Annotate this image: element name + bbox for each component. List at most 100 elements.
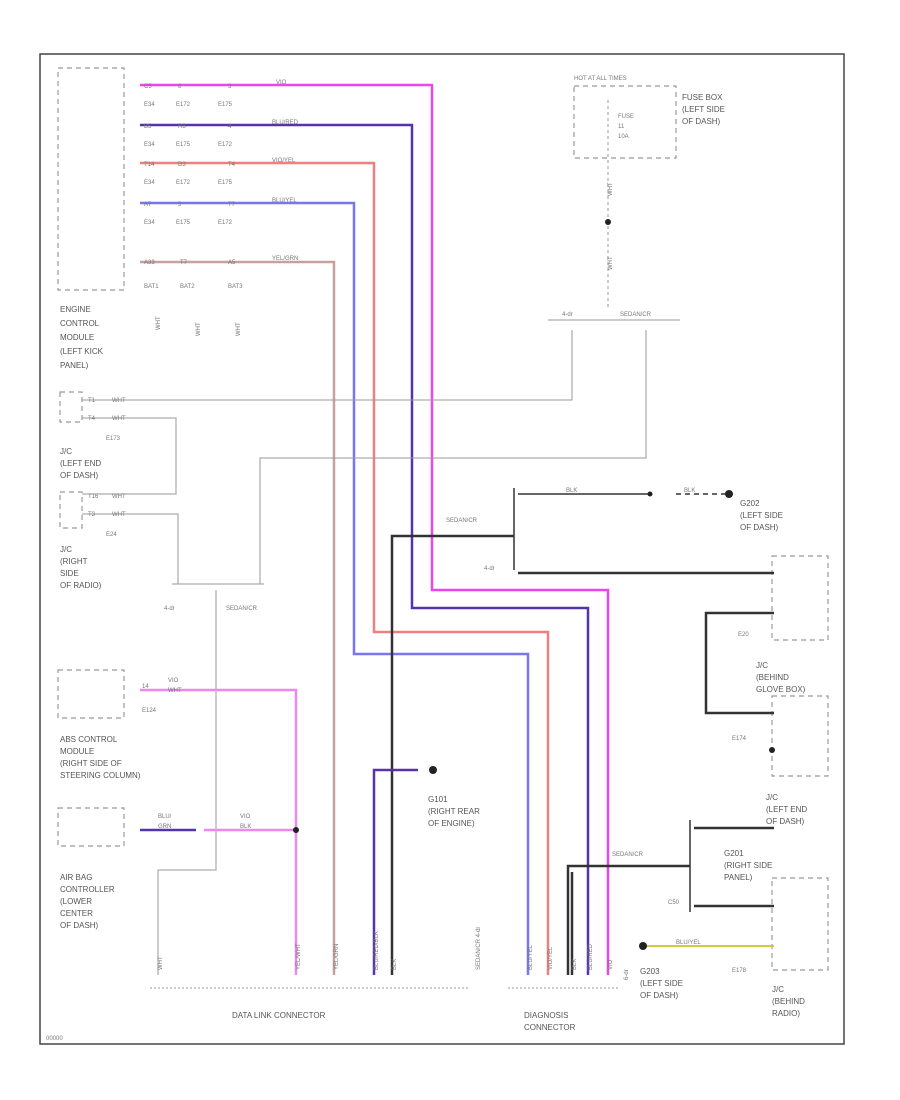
svg-text:(LEFT SIDE: (LEFT SIDE	[640, 979, 683, 988]
ecm-wire-vio-yel: VIO/YEL	[272, 158, 296, 164]
ecm-ref-e172-d: E172	[218, 220, 233, 226]
svg-text:OF DASH): OF DASH)	[682, 117, 721, 126]
e20-ref: E20	[738, 632, 749, 638]
svg-text:WHT: WHT	[158, 956, 164, 970]
c50-ref: C50	[668, 900, 680, 906]
svg-text:(RIGHT SIDE: (RIGHT SIDE	[724, 861, 772, 870]
g201-label: G201 (RIGHT SIDE PANEL)	[724, 849, 772, 882]
hot-at-all-times: HOT AT ALL TIMES	[574, 76, 627, 82]
svg-text:6-dr: 6-dr	[624, 969, 630, 980]
fuse-wire-wht-1: WHT	[608, 182, 614, 196]
svg-text:OF DASH): OF DASH)	[60, 471, 99, 480]
abs-module-label: ABS CONTROL MODULE (RIGHT SIDE OF STEERI…	[60, 735, 141, 780]
svg-text:J/C: J/C	[756, 661, 768, 670]
ecm-ref-e34-a: E34	[144, 102, 155, 108]
ecm-pin-5: 5	[178, 202, 182, 208]
airbag-box	[57, 807, 125, 847]
svg-text:VIO/YEL: VIO/YEL	[548, 946, 554, 970]
ground-g202	[725, 490, 733, 498]
airbag-wire-vio: VIO	[240, 814, 251, 820]
ecm-batt-wire-1: WHT	[156, 316, 162, 330]
svg-text:STEERING COLUMN): STEERING COLUMN)	[60, 771, 141, 780]
svg-text:AIR BAG: AIR BAG	[60, 873, 92, 882]
diagnosis-connector-label-2: CONNECTOR	[524, 1023, 576, 1032]
svg-text:VIO: VIO	[608, 959, 614, 970]
mid-sedan-label: SEDAN/CR	[446, 518, 478, 524]
wire-wht-3	[82, 513, 179, 584]
svg-text:ENGINE: ENGINE	[60, 305, 91, 314]
ecm-ref-e175-a: E175	[218, 102, 233, 108]
svg-text:(BEHIND: (BEHIND	[772, 997, 805, 1006]
jc-behind-glove-box	[771, 555, 829, 641]
ecm-ref-e34-b: E34	[144, 142, 155, 148]
jc-left-end-dash-box	[59, 391, 83, 423]
abs-wire-vio: VIO	[168, 678, 179, 684]
splice-dot-airbag	[293, 827, 299, 833]
ecm-wire-blu-yel: BLU/YEL	[272, 198, 297, 204]
svg-text:(LEFT SIDE: (LEFT SIDE	[682, 105, 725, 114]
svg-text:BLK: BLK	[572, 959, 578, 970]
svg-text:G202: G202	[740, 499, 760, 508]
jc-wire-t1: WHT	[112, 398, 126, 404]
svg-text:FUSE: FUSE	[618, 114, 634, 120]
wire-vio-top	[140, 83, 610, 975]
svg-text:J/C: J/C	[772, 985, 784, 994]
svg-text:FUSE BOX: FUSE BOX	[682, 93, 723, 102]
svg-text:G101: G101	[428, 795, 448, 804]
left-4dr-label: 4-dr	[164, 606, 175, 612]
left-sedan-label: SEDAN/CR	[226, 606, 258, 612]
top-4dr-label: 4-dr	[562, 312, 573, 318]
svg-text:MODULE: MODULE	[60, 333, 94, 342]
airbag-wire-blk: BLK	[240, 824, 251, 830]
ecm-ref-e175-b: E175	[176, 142, 191, 148]
svg-text:OF ENGINE): OF ENGINE)	[428, 819, 475, 828]
fuse-label: FUSE 11 10A	[618, 114, 634, 140]
svg-text:OF RADIO): OF RADIO)	[60, 581, 102, 590]
jc-behind-glove-label: J/C (BEHIND GLOVE BOX)	[756, 661, 806, 694]
svg-text:BLU/RED/BLK: BLU/RED/BLK	[374, 931, 380, 970]
ecm-row-blu-yel: A7 5 T7 BLU/YEL E34 E175 E172	[144, 198, 297, 226]
svg-text:PANEL): PANEL)	[724, 873, 753, 882]
svg-text:G203: G203	[640, 967, 660, 976]
jc-wire-t3: WHT	[112, 512, 126, 518]
blk-label-1: BLK	[566, 488, 577, 494]
airbag-wire-blu: BLU/	[158, 814, 172, 820]
fuse-box-box	[573, 85, 677, 159]
ecm-pin-a5: A5	[228, 260, 236, 266]
svg-text:OF DASH): OF DASH)	[60, 921, 99, 930]
jc-pin-t16: T16	[88, 494, 99, 500]
wire-blk-jc-loop	[704, 611, 774, 715]
svg-text:OF DASH): OF DASH)	[640, 991, 679, 1000]
svg-text:RADIO): RADIO)	[772, 1009, 800, 1018]
svg-text:CENTER: CENTER	[60, 909, 93, 918]
svg-text:BLK: BLK	[392, 959, 398, 970]
ecm-wire-yel-grn: YEL/GRN	[272, 256, 298, 262]
svg-text:BLU/YEL: BLU/YEL	[528, 945, 534, 970]
jc-left-end-dash2-label: J/C (LEFT END OF DASH)	[766, 793, 807, 826]
svg-text:(LEFT SIDE: (LEFT SIDE	[740, 511, 783, 520]
ecm-bat3: BAT3	[228, 284, 243, 290]
svg-text:J/C: J/C	[60, 447, 72, 456]
wire-wht-4	[259, 330, 647, 584]
wire-blk-diag	[566, 864, 690, 975]
ecm-ref-e172-c: E172	[176, 180, 191, 186]
ecm-wire-vio: VIO	[276, 80, 287, 86]
wire-blu-yel	[140, 201, 530, 975]
diagram-frame	[39, 53, 845, 1045]
svg-text:(BEHIND: (BEHIND	[756, 673, 789, 682]
svg-text:(RIGHT REAR: (RIGHT REAR	[428, 807, 480, 816]
ecm-pin-c5: C5	[144, 84, 152, 90]
wire-wht-down	[157, 590, 217, 975]
svg-text:(RIGHT: (RIGHT	[60, 557, 88, 566]
e124-ref: E124	[142, 708, 157, 714]
svg-text:SEDAN/CR 4-dr: SEDAN/CR 4-dr	[476, 927, 482, 970]
svg-text:J/C: J/C	[60, 545, 72, 554]
g202-label: G202 (LEFT SIDE OF DASH)	[740, 499, 783, 532]
svg-text:10A: 10A	[618, 134, 629, 140]
ecm-row-vio-yel: T14 D3 T4 VIO/YEL E34 E172 E175	[144, 158, 296, 186]
jc-wire-t4: WHT	[112, 416, 126, 422]
jc-pin-t4: T4	[88, 416, 96, 422]
e24-ref: E24	[106, 532, 117, 538]
svg-text:(LEFT KICK: (LEFT KICK	[60, 347, 104, 356]
diagram-id: 00000	[46, 1036, 63, 1042]
